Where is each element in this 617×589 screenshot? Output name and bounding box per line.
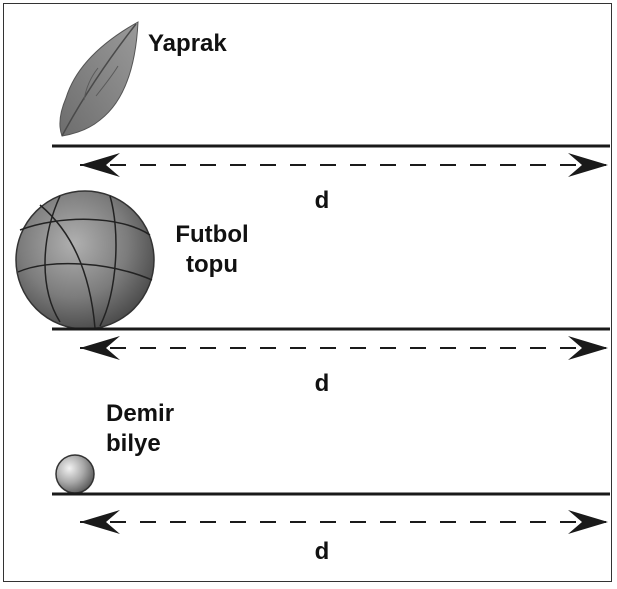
diagram-frame [3,3,612,582]
leaf-label: Yaprak [148,30,227,57]
distance-label: d [314,187,330,214]
ball-label: Futbol topu [175,221,249,278]
distance-label: d [314,370,330,397]
steel-ball-label: Demir bilye [106,400,175,457]
distance-label: d [314,538,330,565]
steel-ball-icon [55,454,95,494]
leaf-icon [59,21,139,137]
ball-icon [15,190,155,330]
